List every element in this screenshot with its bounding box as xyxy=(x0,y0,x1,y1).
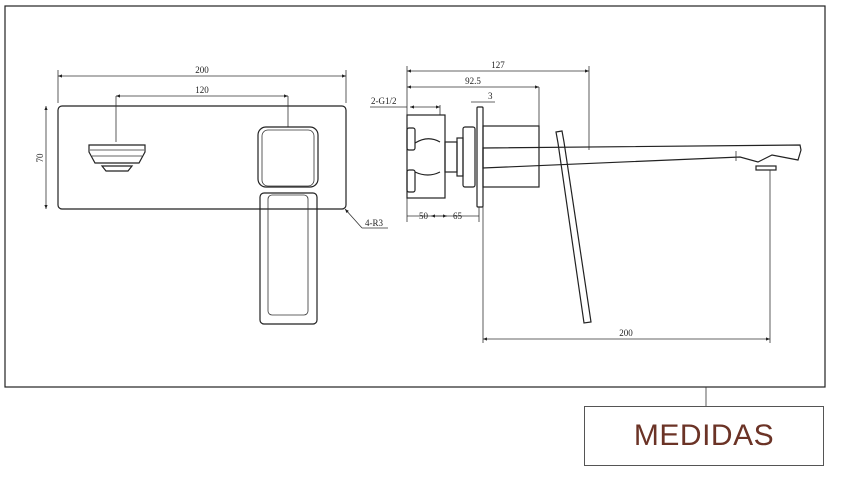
dim-spacing-label: 120 xyxy=(195,85,209,95)
spout-side xyxy=(482,144,802,169)
title-label: MEDIDAS xyxy=(633,419,775,452)
dim-reach-label: 200 xyxy=(619,328,633,338)
dim-install-max: 65 xyxy=(453,211,463,221)
drawing-frame xyxy=(4,5,826,388)
dim-width-label: 200 xyxy=(195,65,209,75)
dim-cover-label: 92.5 xyxy=(465,76,481,86)
flange-plate xyxy=(476,106,484,208)
title-box: MEDIDAS xyxy=(584,406,824,466)
corner-radius-label: 4-R3 xyxy=(365,218,384,228)
dim-depth-label: 127 xyxy=(491,60,505,70)
spout-front xyxy=(88,144,146,164)
dim-install-min: 50 xyxy=(419,211,429,221)
dim-height-label: 70 xyxy=(35,153,45,163)
front-view: 200 120 70 4-R3 xyxy=(35,65,388,325)
cover xyxy=(482,125,540,188)
wall-plate xyxy=(57,105,347,210)
side-lever xyxy=(555,130,592,324)
thread-label: 2-G1/2 xyxy=(371,96,397,106)
handle-body xyxy=(257,126,319,188)
handle-lever xyxy=(259,192,318,325)
side-view: 127 92.5 3 2-G1/2 50 65 20 xyxy=(370,60,802,343)
dim-plate-label: 3 xyxy=(488,91,493,101)
